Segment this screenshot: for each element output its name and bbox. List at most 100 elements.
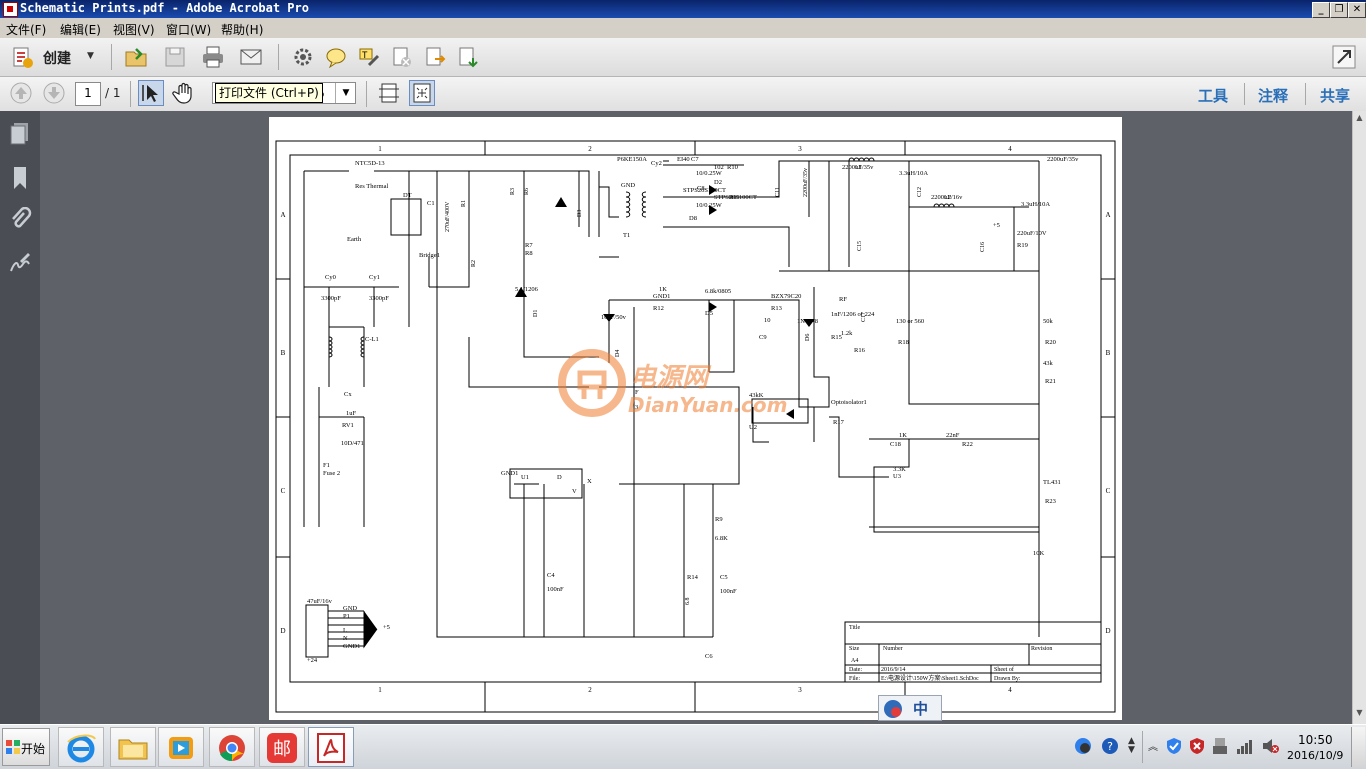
save-icon[interactable] [163,45,187,69]
scroll-down-icon[interactable]: ▼ [1356,708,1363,717]
ime-toolbar[interactable]: 中 [878,695,942,721]
highlight-text-icon[interactable]: T [357,45,381,69]
fit-page-icon [413,83,431,103]
taskbar: 开始 邮 ? ▲▼ ︽ 10:50 2016/10/9 [0,724,1366,769]
print-icon[interactable] [201,45,225,69]
mail-app-icon: 邮 [267,733,297,763]
media-player-icon [169,737,193,759]
hand-tool-icon[interactable] [172,81,196,105]
col-label: 3 [798,145,802,153]
label-bridge: Bridge1 [419,252,440,259]
fit-page-button[interactable] [409,80,435,106]
previous-page-icon[interactable] [9,81,33,105]
email-icon[interactable] [239,45,263,69]
label-d4: 10uF/50v [601,314,627,321]
share-panel-tab[interactable]: 共享 [1320,87,1351,105]
label-2200-35-a: C11 [775,187,781,197]
dianyuan-watermark: 电源网 DianYuan.com [554,345,787,425]
title-bar[interactable]: Schematic Prints.pdf - Adobe Acrobat Pro… [0,0,1366,18]
col-label: 2 [588,686,592,694]
open-folder-icon[interactable] [124,45,148,69]
gear-icon[interactable] [291,45,315,69]
zoom-dropdown-chevron-icon[interactable]: ▼ [335,83,356,103]
row-label: B [281,349,286,357]
delete-page-icon[interactable] [390,45,414,69]
label-r1: R1 [461,200,467,207]
scroll-up-icon[interactable]: ▲ [1356,113,1363,122]
menu-view[interactable]: 视图(V) [113,23,155,37]
tools-panel-tab[interactable]: 工具 [1198,87,1229,105]
volume-muted-icon[interactable] [1261,737,1279,755]
usb-device-icon[interactable] [1212,737,1228,755]
label-r21-val: R21 [1045,378,1056,385]
label-f1: F1 [323,462,330,469]
svg-text:?: ? [1107,740,1113,753]
comment-icon[interactable] [324,45,348,69]
comment-panel-tab[interactable]: 注释 [1258,87,1289,105]
extract-page-icon[interactable] [423,45,447,69]
label-c5: R14 [687,574,699,581]
language-bar-chevron-icon[interactable]: ▲▼ [1128,736,1135,755]
label-d8: 10/0.25W [696,202,723,209]
clock-date[interactable]: 2016/10/9 [1287,749,1344,762]
ime-mode-label[interactable]: 中 [913,700,929,718]
taskbar-ie-button[interactable] [58,727,104,767]
network-signal-icon[interactable] [1236,737,1254,755]
label-r2: R2 [471,260,477,267]
show-hidden-icons-icon[interactable]: ︽ [1148,742,1158,753]
menu-edit[interactable]: 编辑(E) [60,23,101,37]
label-r22-val: R22 [962,441,973,448]
fit-page-width-icon[interactable] [377,81,401,105]
vertical-scrollbar[interactable]: ▲ ▼ [1352,111,1366,724]
taskbar-chrome-button[interactable] [209,727,255,767]
start-button[interactable]: 开始 [2,728,50,766]
label-gnd1-b: 10K [1033,550,1045,557]
show-desktop-button[interactable] [1351,727,1365,767]
label-c9: 10 [764,317,771,324]
svg-text:T: T [362,50,368,60]
attachments-icon[interactable] [8,207,32,233]
help-icon[interactable]: ? [1101,737,1119,755]
label-r20: 50k [1043,318,1054,325]
u1-pin-c: V [572,488,577,495]
label-r16-val: R16 [854,347,866,354]
menu-help[interactable]: 帮助(H) [221,23,264,37]
label-p6ke: D3 [577,210,583,217]
restore-button[interactable]: ❐ [1330,2,1348,18]
taskbar-media-button[interactable] [158,727,204,767]
label-c17: RF [839,296,847,303]
taskbar-explorer-button[interactable] [110,727,156,767]
label-ntc: NTC5D-13 [355,160,385,167]
label-r17: Optoisolator1 [831,399,867,406]
label-u2: 43kK [749,392,764,399]
tb-sheet: Sheet of [994,666,1014,673]
network-globe-icon[interactable] [1074,737,1092,755]
clock-time[interactable]: 10:50 [1298,733,1333,747]
minimize-button[interactable]: _ [1312,2,1330,18]
next-page-icon[interactable] [42,81,66,105]
security-shield-icon[interactable] [1166,737,1182,755]
antivirus-alert-icon[interactable] [1189,737,1205,755]
page-number-input[interactable]: 1 [75,82,101,106]
label-earth: Earth [347,236,362,243]
menu-window[interactable]: 窗口(W) [166,23,212,37]
page-thumbnails-icon[interactable] [8,121,32,147]
windows-logo-icon [6,740,20,754]
taskbar-mail-button[interactable]: 邮 [259,727,305,767]
bookmarks-icon[interactable] [8,165,32,191]
menu-file[interactable]: 文件(F) [6,23,47,37]
label-stps-a: D2 [714,179,722,186]
create-button[interactable]: 创建 ▼ [8,44,103,70]
insert-page-icon[interactable] [456,45,480,69]
label-r6: R6 [524,188,530,195]
select-tool-button[interactable] [138,80,164,106]
label-r13-val: R13 [771,305,782,312]
row-label: D [280,627,285,635]
taskbar-acrobat-button[interactable] [308,727,354,767]
expand-icon[interactable] [1332,45,1356,69]
close-button[interactable]: ✕ [1348,2,1366,18]
ime-logo-icon [884,700,902,718]
label-p1-earth: +5 [383,624,390,631]
label-fuse2: Fuse 2 [323,470,340,477]
signatures-icon[interactable] [8,251,32,277]
